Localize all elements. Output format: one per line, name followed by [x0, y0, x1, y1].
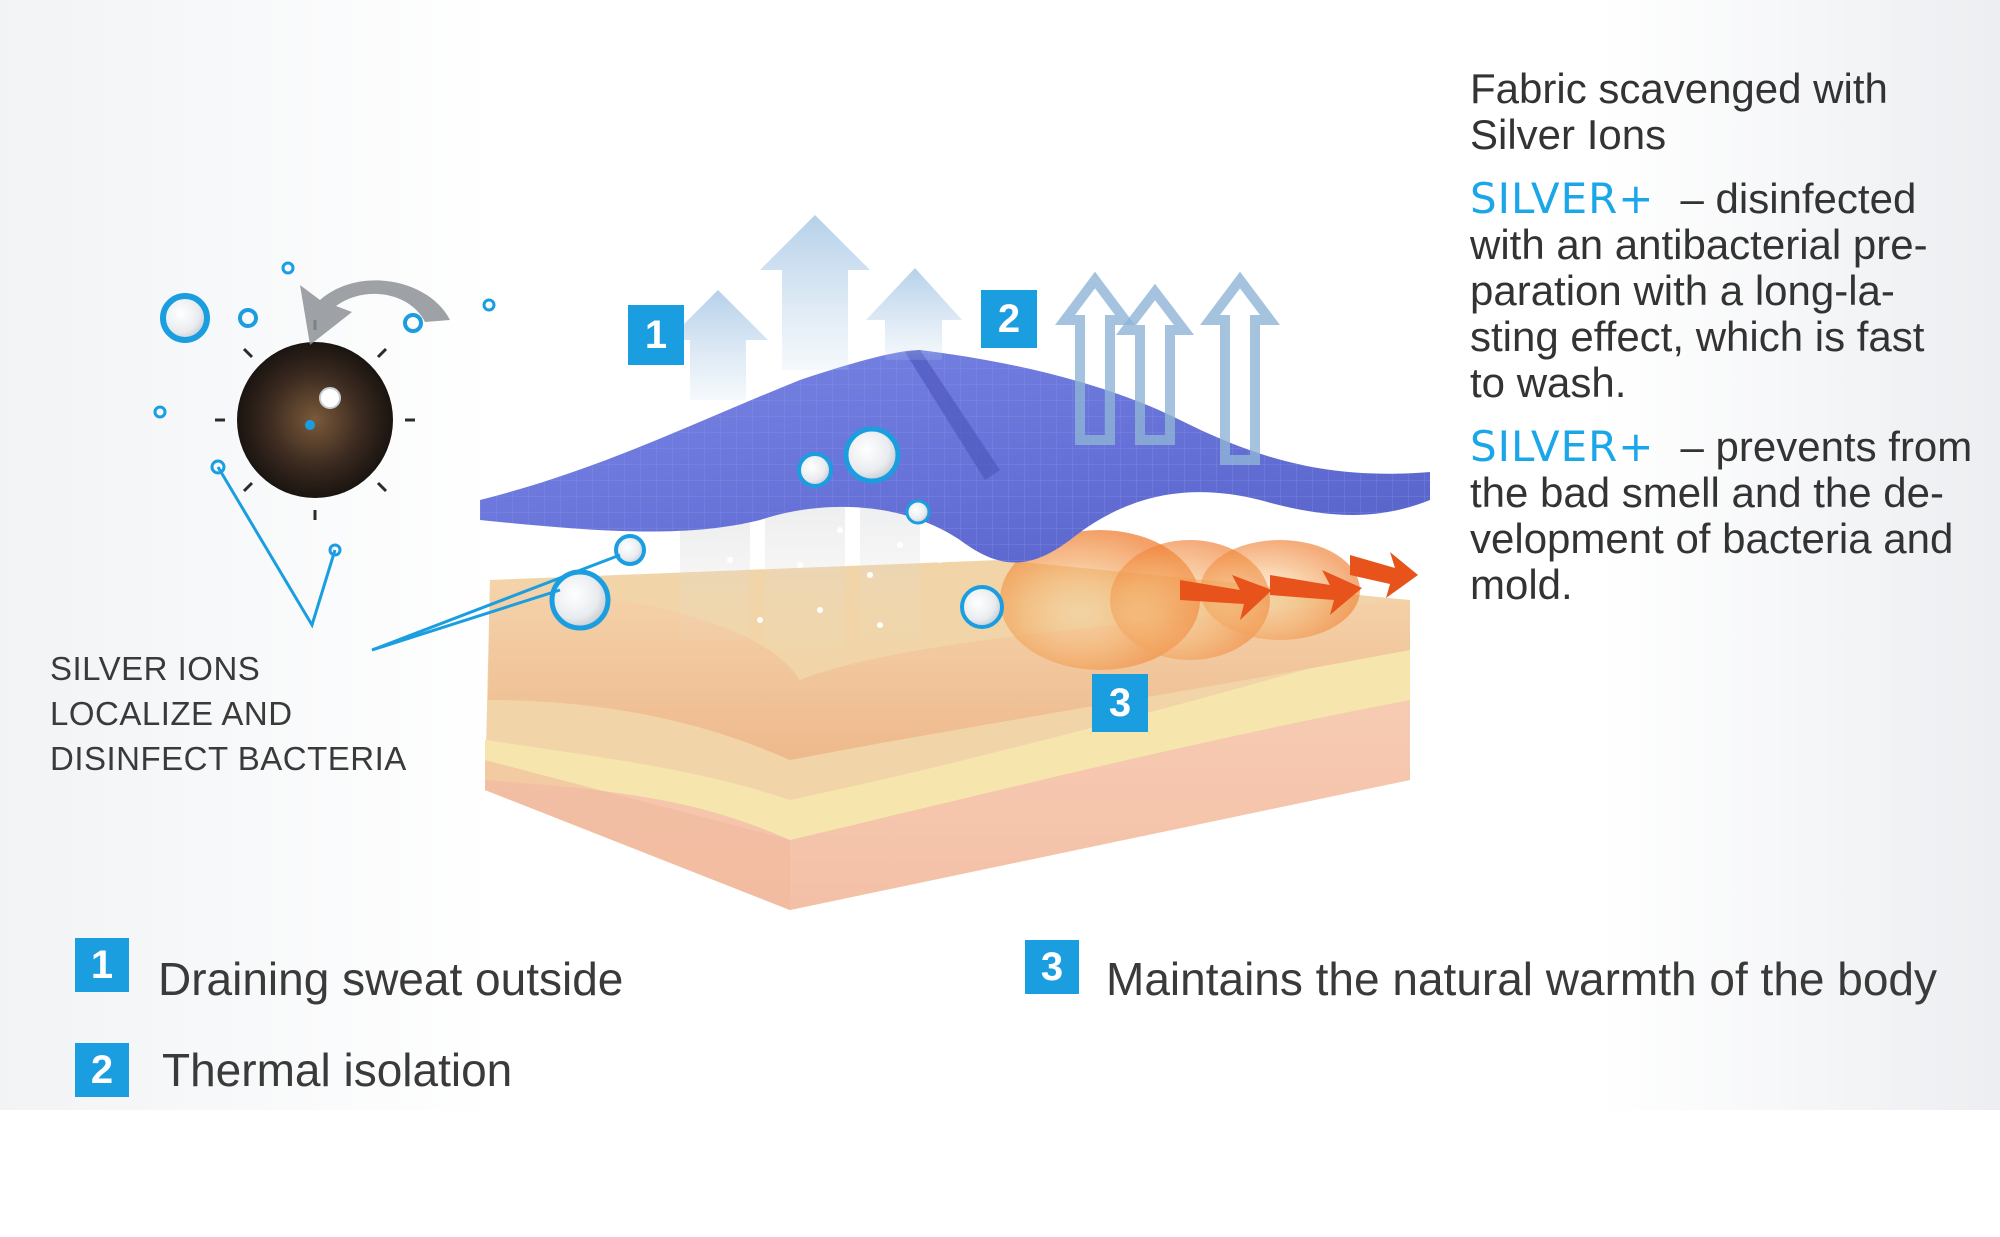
legend-label-2: Thermal isolation: [162, 1044, 513, 1096]
para2-line-4: mold.: [1470, 561, 1573, 608]
para1-line-2: with an antibacterial pre-: [1470, 221, 1928, 268]
intro-line-1: Fabric scavenged with: [1470, 65, 1888, 112]
brand-logo-silver-plus-2: SILVER+: [1470, 422, 1655, 471]
para1-line-3: paration with a long-la-: [1470, 267, 1895, 314]
silver-ions-label: SILVER IONS LOCALIZE AND DISINFECT BACTE…: [50, 650, 407, 777]
badge-1-diagram: 1: [628, 305, 684, 365]
para2-line-2: the bad smell and the de-: [1470, 469, 1944, 516]
description-intro: Fabric scavenged with Silver Ions: [1470, 66, 1990, 158]
para2-line-3: velopment of bacteria and: [1470, 515, 1954, 562]
para2-line-1: SILVER+ – prevents from: [1470, 424, 1990, 470]
legend-badge-2: 2: [75, 1043, 129, 1097]
badge-3-diagram: 3: [1092, 674, 1148, 732]
para2-line1-text: – prevents from: [1680, 423, 1973, 470]
para1-line1-text: – disinfected: [1680, 175, 1917, 222]
brand-logo-silver-plus: SILVER+: [1470, 174, 1655, 223]
legend-label-3: Maintains the natural warmth of the body: [1106, 953, 1938, 1005]
para1-line-4: sting effect, which is fast: [1470, 313, 1925, 360]
description-panel: Fabric scavenged with Silver Ions SILVER…: [1470, 66, 1990, 626]
badge-2-diagram: 2: [981, 290, 1037, 348]
description-para-2: SILVER+ – prevents from the bad smell and…: [1470, 424, 1990, 608]
legend-badge-1: 1: [75, 938, 129, 992]
para1-line-1: SILVER+ – disinfected: [1470, 176, 1990, 222]
bacteria-icon: [215, 320, 415, 520]
legend-badge-3: 3: [1025, 940, 1079, 994]
intro-line-2: Silver Ions: [1470, 111, 1667, 158]
description-para-1: SILVER+ – disinfected with an antibacteri…: [1470, 176, 1990, 406]
para1-line-5: to wash.: [1470, 359, 1627, 406]
legend-label-1: Draining sweat outside: [158, 953, 624, 1005]
